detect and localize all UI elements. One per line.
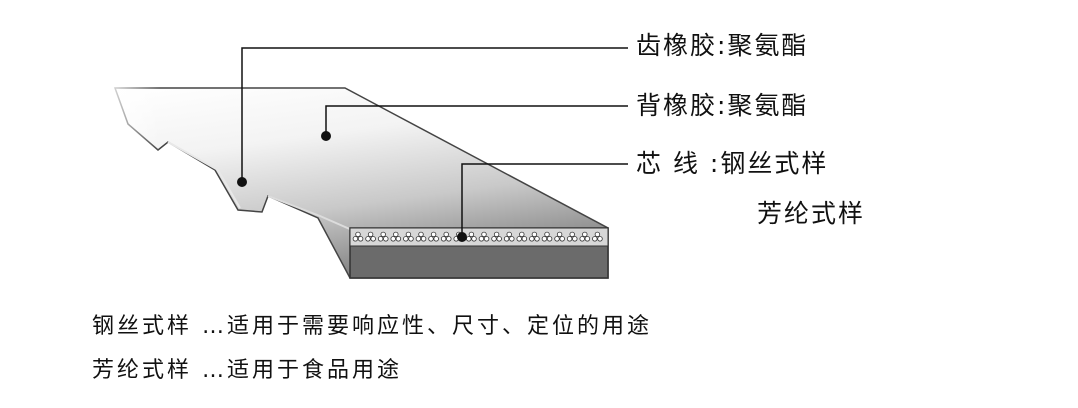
leader-dot-back [321, 131, 331, 141]
cord-row [349, 227, 609, 247]
belt-fade [100, 80, 160, 160]
description-aramid: 芳纶式样 …适用于食品用途 [92, 358, 402, 383]
leader-line-cord [461, 163, 628, 237]
description-steel: 钢丝式样 …适用于需要响应性、尺寸、定位的用途 [92, 314, 652, 339]
label-tooth-rubber: 齿橡胶:聚氨酯 [636, 31, 809, 60]
label-cord-alt: 芳纶式样 [757, 199, 866, 228]
tooth-ridge [267, 195, 353, 231]
leader-dot-tooth [237, 177, 247, 187]
leader-line-back [325, 105, 628, 136]
label-back-rubber: 背橡胶:聚氨酯 [636, 91, 809, 120]
label-cord: 芯 线 :钢丝式样 [636, 149, 829, 178]
cord-fiber-pattern-icon [352, 231, 603, 242]
leader-dot-cord [457, 232, 467, 242]
leader-line-tooth [241, 47, 628, 182]
tooth-ridge [167, 141, 241, 209]
